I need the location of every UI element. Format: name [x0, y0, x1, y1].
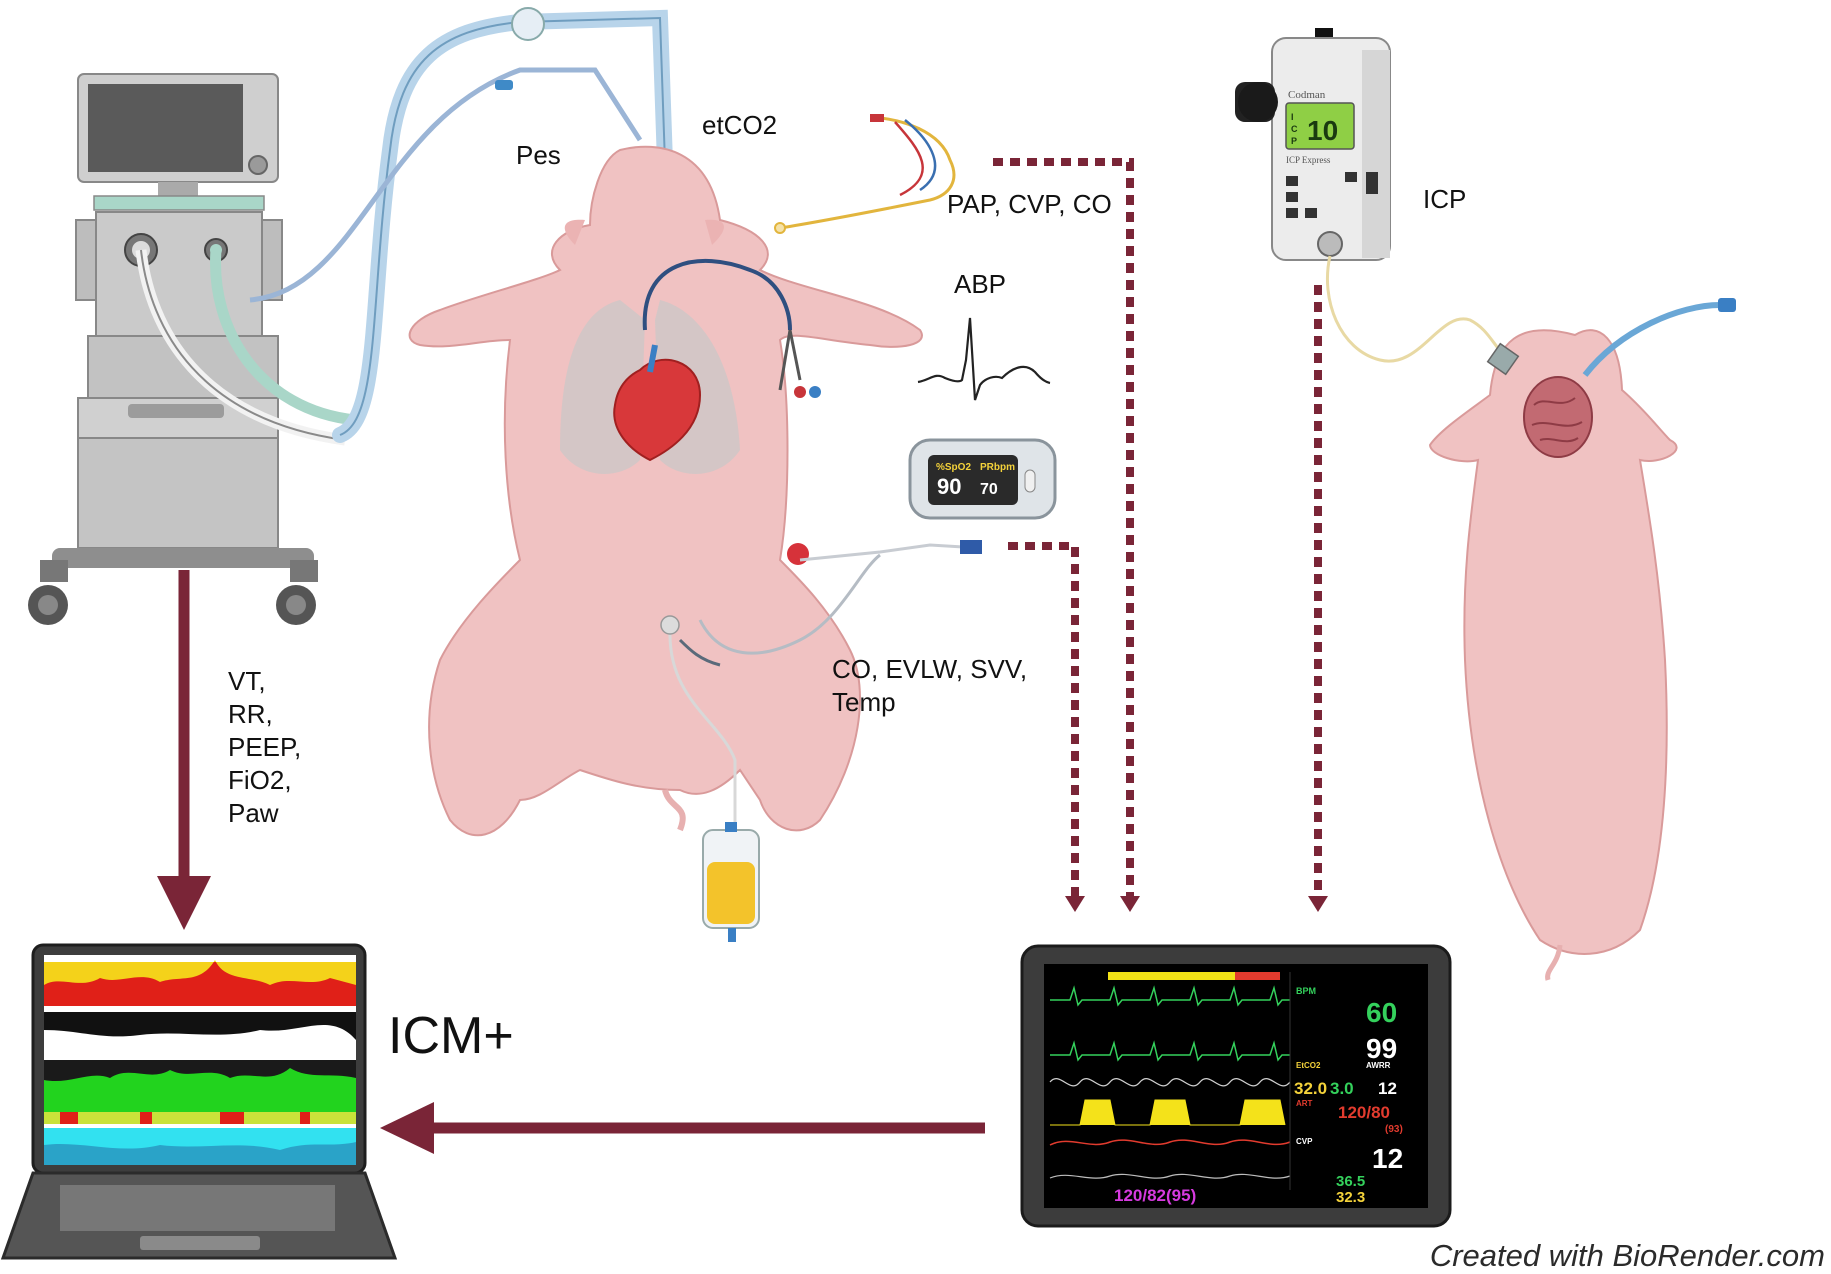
label-vent-rr: RR, — [228, 699, 273, 729]
laptop — [0, 943, 398, 1260]
monitor-hr: 60 — [1366, 997, 1397, 1028]
label-pap-cvp-co: PAP, CVP, CO — [947, 189, 1112, 219]
monitor-bpm-label: BPM — [1296, 986, 1316, 996]
label-temp: Temp — [832, 687, 896, 717]
icp-brand: Codman — [1288, 89, 1326, 101]
label-abp: ABP — [954, 269, 1007, 299]
icp-model: ICP Express — [1286, 155, 1331, 165]
monitor-awrr: 12 — [1378, 1079, 1397, 1098]
monitor-cvp-label: CVP — [1296, 1137, 1313, 1146]
monitor-etco2-label: EtCO2 — [1296, 1061, 1321, 1070]
abp-waveform — [917, 317, 1051, 401]
label-vent-vt: VT, — [228, 666, 266, 696]
label-icp: ICP — [1423, 184, 1467, 214]
patient-monitor: BPM 60 99 EtCO2 AWRR 32.0 3.0 12 ART 120… — [1020, 944, 1452, 1228]
monitor-art-mean: (93) — [1385, 1124, 1403, 1135]
urine-bag — [702, 822, 760, 942]
picco-line — [787, 540, 982, 565]
monitor-awrr-label: AWRR — [1366, 1061, 1391, 1070]
oximeter-spo2-label: %SpO2 — [936, 462, 971, 473]
breathing-circuit — [249, 7, 676, 443]
monitor-art-label: ART — [1296, 1099, 1313, 1108]
icp-side-letter-3: P — [1291, 136, 1297, 146]
label-etco2: etCO2 — [702, 110, 778, 140]
monitor-t1: 36.5 — [1336, 1173, 1365, 1190]
monitor-art: 120/80 — [1338, 1103, 1390, 1122]
pulse-oximeter: %SpO2 PRbpm 90 70 — [908, 438, 1057, 520]
label-co-evlw-svv: CO, EVLW, SVV, — [832, 654, 1028, 684]
monitor-fico2: 3.0 — [1330, 1079, 1354, 1098]
icp-side-letter-1: I — [1291, 112, 1294, 122]
oximeter-spo2-value: 90 — [937, 474, 961, 499]
monitor-spo2: 99 — [1366, 1033, 1397, 1064]
monitor-cvp: 12 — [1372, 1143, 1403, 1174]
label-vent-paw: Paw — [228, 798, 279, 828]
label-vent-peep: PEEP, — [228, 732, 302, 762]
icp-side-letter-2: C — [1291, 124, 1298, 134]
icp-monitor: Codman I C P 10 ICP Express — [1235, 28, 1511, 363]
label-vent-fio2: FiO2, — [228, 765, 292, 795]
oximeter-pr-value: 70 — [980, 481, 998, 498]
monitor-nibp: 120/82(95) — [1114, 1186, 1196, 1205]
data-flow-arrows — [157, 158, 1328, 1154]
biorender-credit: Created with BioRender.com — [1429, 1238, 1825, 1273]
catheter-kit — [774, 114, 956, 234]
pig-prone — [1428, 298, 1736, 981]
monitor-t2: 32.3 — [1336, 1189, 1365, 1206]
monitor-etco2: 32.0 — [1294, 1079, 1327, 1098]
oximeter-pr-label: PRbpm — [980, 462, 1015, 473]
icp-reading: 10 — [1307, 115, 1338, 146]
label-pes: Pes — [516, 140, 561, 170]
label-icm-plus: ICM+ — [388, 1007, 514, 1065]
pig-supine — [408, 145, 923, 837]
ventilator — [28, 73, 356, 625]
